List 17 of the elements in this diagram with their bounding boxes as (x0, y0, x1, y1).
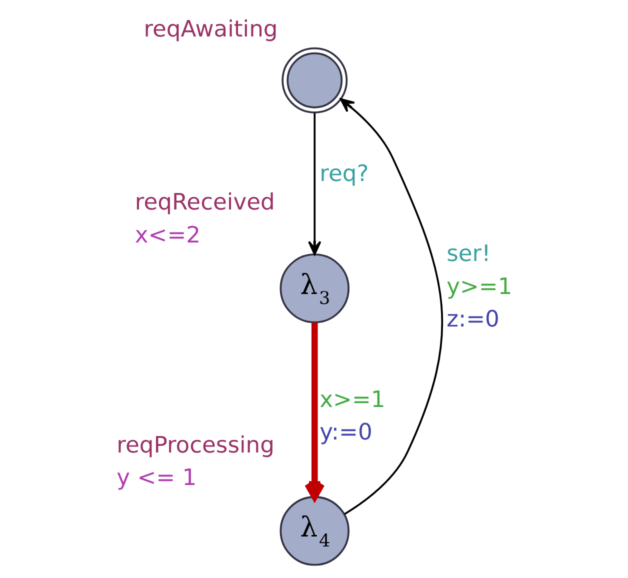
edge-label: z:=0 (446, 306, 500, 333)
node-label: reqAwaiting (144, 16, 278, 42)
node-label: reqReceived (134, 190, 275, 216)
node-label: reqProcessing (116, 432, 274, 458)
arrow (308, 112, 322, 256)
arrow (304, 322, 325, 500)
edge-label: x>=1 (320, 387, 386, 414)
node-circle: λ$_{4}$ (280, 496, 350, 566)
arrow (340, 98, 444, 515)
edge-label: y:=0 (320, 420, 372, 446)
node-circle (282, 47, 348, 114)
edge-label: req? (320, 160, 369, 187)
node-label: x<=2 (134, 222, 201, 248)
node-circle: λ$_{3}$ (280, 254, 350, 324)
node-label: y <= 1 (116, 464, 197, 491)
edge-label: ser! (446, 241, 491, 268)
edge-label: y>=1 (446, 274, 512, 300)
